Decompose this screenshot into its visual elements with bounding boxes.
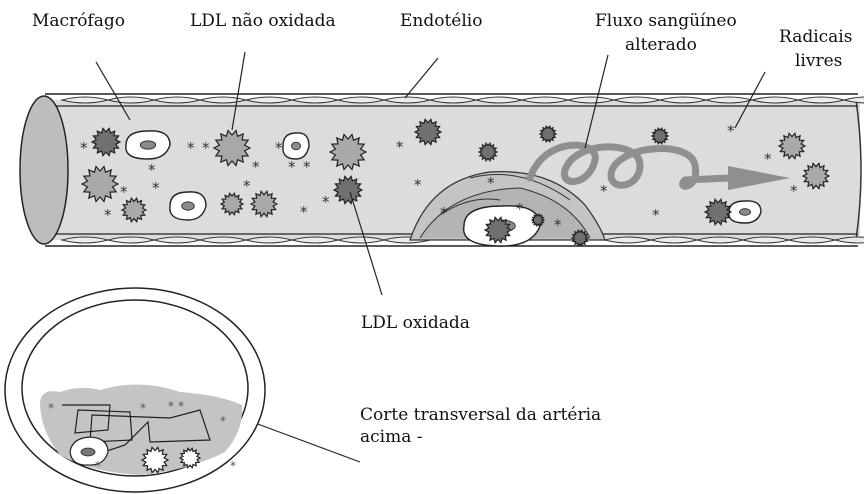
artery-left-opening xyxy=(20,96,68,244)
free-radical-asterisk: * xyxy=(554,216,562,234)
macrophage xyxy=(126,131,170,159)
cross-section-radical: * xyxy=(178,399,184,413)
free-radical-asterisk: * xyxy=(252,158,260,176)
free-radical-asterisk: * xyxy=(727,122,735,140)
free-radical-asterisk: * xyxy=(790,182,798,200)
leader-endotelio xyxy=(405,58,438,98)
leader-corte xyxy=(255,423,360,462)
free-radical-asterisk: * xyxy=(148,161,156,179)
label-macrofago: Macrófago xyxy=(32,11,125,31)
label-endotelio: Endotélio xyxy=(400,11,482,31)
cross-section-radical: * xyxy=(230,459,236,473)
free-radical-asterisk: * xyxy=(516,200,524,218)
free-radical-asterisk: * xyxy=(303,158,311,176)
label-fluxo-line2: alterado xyxy=(625,35,697,55)
cross-section-macrophage xyxy=(70,437,108,465)
free-radical-asterisk: * xyxy=(187,139,195,157)
artery-cross-section: * * * * * * * xyxy=(5,288,265,492)
free-radical-asterisk: * xyxy=(288,158,296,176)
free-radical-asterisk: * xyxy=(120,183,128,201)
ldl-oxidada xyxy=(532,214,544,226)
free-radical-asterisk: * xyxy=(764,150,772,168)
cross-section-radical: * xyxy=(140,401,146,415)
free-radical-asterisk: * xyxy=(275,139,283,157)
label-ldl-oxidada: LDL oxidada xyxy=(361,313,470,333)
cross-section-radical: * xyxy=(95,459,101,473)
macrophage xyxy=(729,201,761,223)
cross-section-radical: * xyxy=(168,399,174,413)
free-radical-asterisk: * xyxy=(600,182,608,200)
label-corte-line2: acima - xyxy=(360,427,423,447)
free-radical-asterisk: * xyxy=(322,193,330,211)
macrophage xyxy=(283,133,309,159)
label-radicais-line2: livres xyxy=(795,51,842,71)
endothelium-top xyxy=(62,97,864,103)
free-radical-asterisk: * xyxy=(104,206,112,224)
free-radical-asterisk: * xyxy=(652,206,660,224)
label-corte-line1: Corte transversal da artéria xyxy=(360,405,601,425)
label-ldl-nao-oxidada: LDL não oxidada xyxy=(190,11,336,31)
macrophage xyxy=(170,192,206,220)
free-radical-asterisk: * xyxy=(152,179,160,197)
label-radicais-line1: Radicais xyxy=(779,27,852,47)
free-radical-asterisk: * xyxy=(80,139,88,157)
cross-section-radical: * xyxy=(220,414,226,428)
free-radical-asterisk: * xyxy=(300,203,308,221)
free-radical-asterisk: * xyxy=(202,139,210,157)
cross-section-radical: * xyxy=(48,401,54,415)
free-radical-asterisk: * xyxy=(440,204,448,222)
free-radical-asterisk: * xyxy=(414,176,422,194)
free-radical-asterisk: * xyxy=(396,138,404,156)
free-radical-asterisk: * xyxy=(243,177,251,195)
free-radical-asterisk: * xyxy=(487,174,495,192)
label-fluxo-line1: Fluxo sangüíneo xyxy=(595,11,737,31)
